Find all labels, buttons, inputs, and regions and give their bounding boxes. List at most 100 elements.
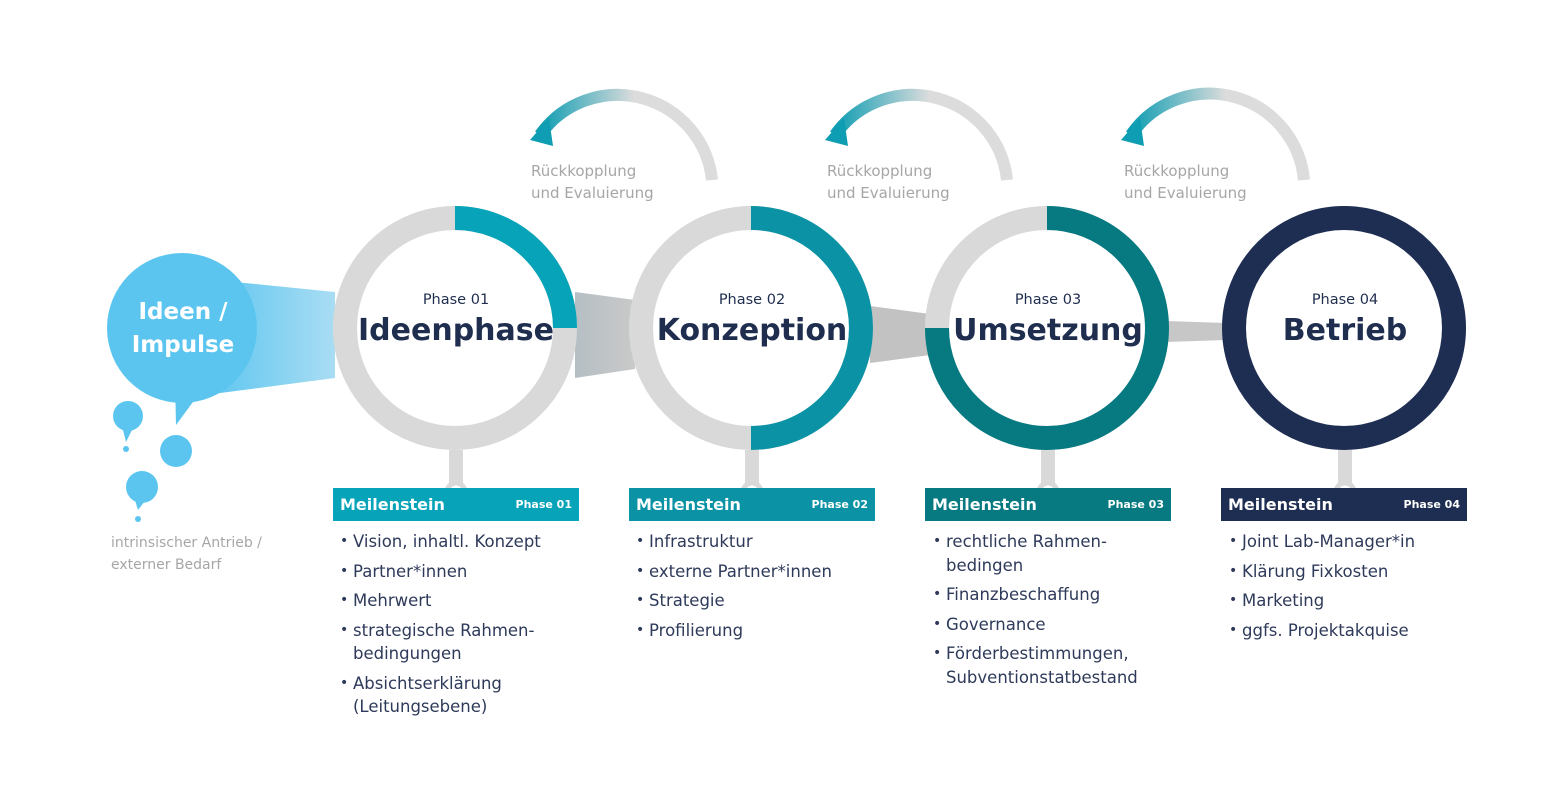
bullet-item: •Mehrwert [338,589,598,613]
bullet-text: ggfs. Projektakquise [1242,620,1409,640]
bullet-dot: • [636,621,645,638]
bullet-text: externe Partner*innen [649,561,832,581]
bullet-text: Klärung Fixkosten [1242,561,1389,581]
milestone-label: Meilenstein [340,495,445,514]
feedback-caption-3: Rückkopplung und Evaluierung [1124,160,1294,204]
bullet-text: Finanzbeschaffung [946,585,1101,604]
milestone-phase: Phase 02 [811,498,868,511]
bullet-text: Vision, inhaltl. Konzept [353,532,541,551]
milestone-phase: Phase 04 [1403,498,1460,511]
bullet-dot: • [933,615,942,632]
feedback-line1: Rückkopplung [827,162,933,180]
bullet-item: •Profilierung [634,619,894,643]
feedback-line1: Rückkopplung [1124,162,1230,180]
bullet-dot: • [933,586,942,602]
milestone-label: Meilenstein [932,495,1037,514]
bullet-text: strategische Rahmen- [353,620,535,640]
bullet-text: Joint Lab-Manager*in [1242,532,1416,551]
bullet-dot: • [1229,533,1238,549]
milestone-phase: Phase 03 [1107,498,1164,511]
feedback-arrow-3 [1121,87,1310,181]
phase-2-bullets: •Infrastruktur•externe Partner*innen•Str… [634,530,894,648]
bullet-item: •Strategie [634,589,894,613]
feedback-arrow-1 [530,88,718,181]
ring-progress-arc [925,206,1169,450]
bullet-text: bedingen [946,555,1024,575]
phase-2-label: Phase 02 [718,292,786,308]
phase-1-bullets: •Vision, inhaltl. Konzept•Partner*innen•… [338,530,598,725]
idea-bubble [107,253,257,425]
phase-2-ring [629,206,873,504]
bullet-text: Profilierung [649,620,744,640]
bullet-item: •Infrastruktur [634,530,894,554]
bullet-dot: • [636,533,645,549]
bullet-item: •Vision, inhaltl. Konzept [338,530,598,554]
drive-line2: externer Bedarf [111,557,222,573]
phase-4-label: Phase 04 [1311,292,1379,308]
phase-1-label: Phase 01 [422,292,490,308]
bullet-text: Absichtserklärung [353,673,502,693]
bullet-dot: • [340,592,349,608]
bullet-text: Marketing [1242,591,1325,610]
milestone-bar-2: Meilenstein Phase 02 [629,488,875,521]
bullet-dot: • [1229,562,1238,579]
ring-progress-arc [454,206,577,329]
idea-bubble-line1: Ideen / [138,299,228,325]
bullet-item: •ggfs. Projektakquise [1227,619,1487,643]
bullet-dot: • [933,645,942,661]
bullet-item: •Absichtserklärung (Leitungsebene) [338,672,598,719]
milestone-bar-1: Meilenstein Phase 01 [333,488,579,521]
bullet-dot: • [340,562,349,579]
bullet-item: •Klärung Fixkosten [1227,560,1487,584]
phase-4-bullets: •Joint Lab-Manager*in•Klärung Fixkosten•… [1227,530,1487,648]
milestone-label: Meilenstein [636,495,741,514]
bullet-item: •Finanzbeschaffung [931,583,1191,607]
bullet-item: •Joint Lab-Manager*in [1227,530,1487,554]
phase-2-title: Konzeption [656,313,848,348]
bullet-dot: • [340,674,349,691]
bullet-text: Förderbestimmungen, [946,644,1129,663]
milestone-label: Meilenstein [1228,495,1333,514]
bullet-text: Infrastruktur [649,532,753,551]
drive-caption: intrinsischer Antrieb / externer Bedarf [111,532,311,576]
phase-3-label: Phase 03 [1014,292,1082,308]
phase-1-title: Ideenphase [358,313,554,348]
bullet-item: •Förderbestimmungen, Subventionstatbestan… [931,642,1191,689]
bullet-item: •externe Partner*innen [634,560,894,584]
bullet-text: Mehrwert [353,591,432,610]
milestone-phase: Phase 01 [515,498,572,511]
bullet-text: Subventionstatbestand [946,667,1138,687]
milestone-bar-3: Meilenstein Phase 03 [925,488,1171,521]
phase-3-title: Umsetzung [953,313,1143,348]
bullet-dot: • [636,592,645,608]
feedback-line2: und Evaluierung [531,184,654,202]
bullet-text: rechtliche Rahmen- [946,532,1107,551]
bullet-text: bedingungen [353,644,462,663]
bullet-text: (Leitungsebene) [353,697,488,716]
bullet-dot: • [933,533,942,549]
feedback-arrow-2 [825,88,1013,181]
feedback-caption-1: Rückkopplung und Evaluierung [531,160,701,204]
feedback-line2: und Evaluierung [827,184,950,202]
bullet-dot: • [1229,592,1238,608]
drive-line1: intrinsischer Antrieb / [111,535,262,551]
bullet-item: •rechtliche Rahmen-bedingen [931,530,1191,577]
bullet-text: Governance [946,614,1046,634]
connector-1-2 [575,292,635,378]
idea-bubble-line2: Impulse [131,332,235,358]
bullet-dot: • [340,621,349,638]
bullet-item: •Governance [931,613,1191,637]
connector-3-4 [1166,321,1226,342]
phase-3-bullets: •rechtliche Rahmen-bedingen•Finanzbescha… [931,530,1191,695]
connector-2-3 [870,306,930,363]
bullet-text: Partner*innen [353,561,468,581]
feedback-line2: und Evaluierung [1124,184,1247,202]
bullet-dot: • [340,533,349,549]
phase-3-ring [925,206,1169,504]
bullet-item: •Partner*innen [338,560,598,584]
phase-4-ring [1222,206,1466,504]
feedback-line1: Rückkopplung [531,162,637,180]
question-bubbles [113,401,192,522]
